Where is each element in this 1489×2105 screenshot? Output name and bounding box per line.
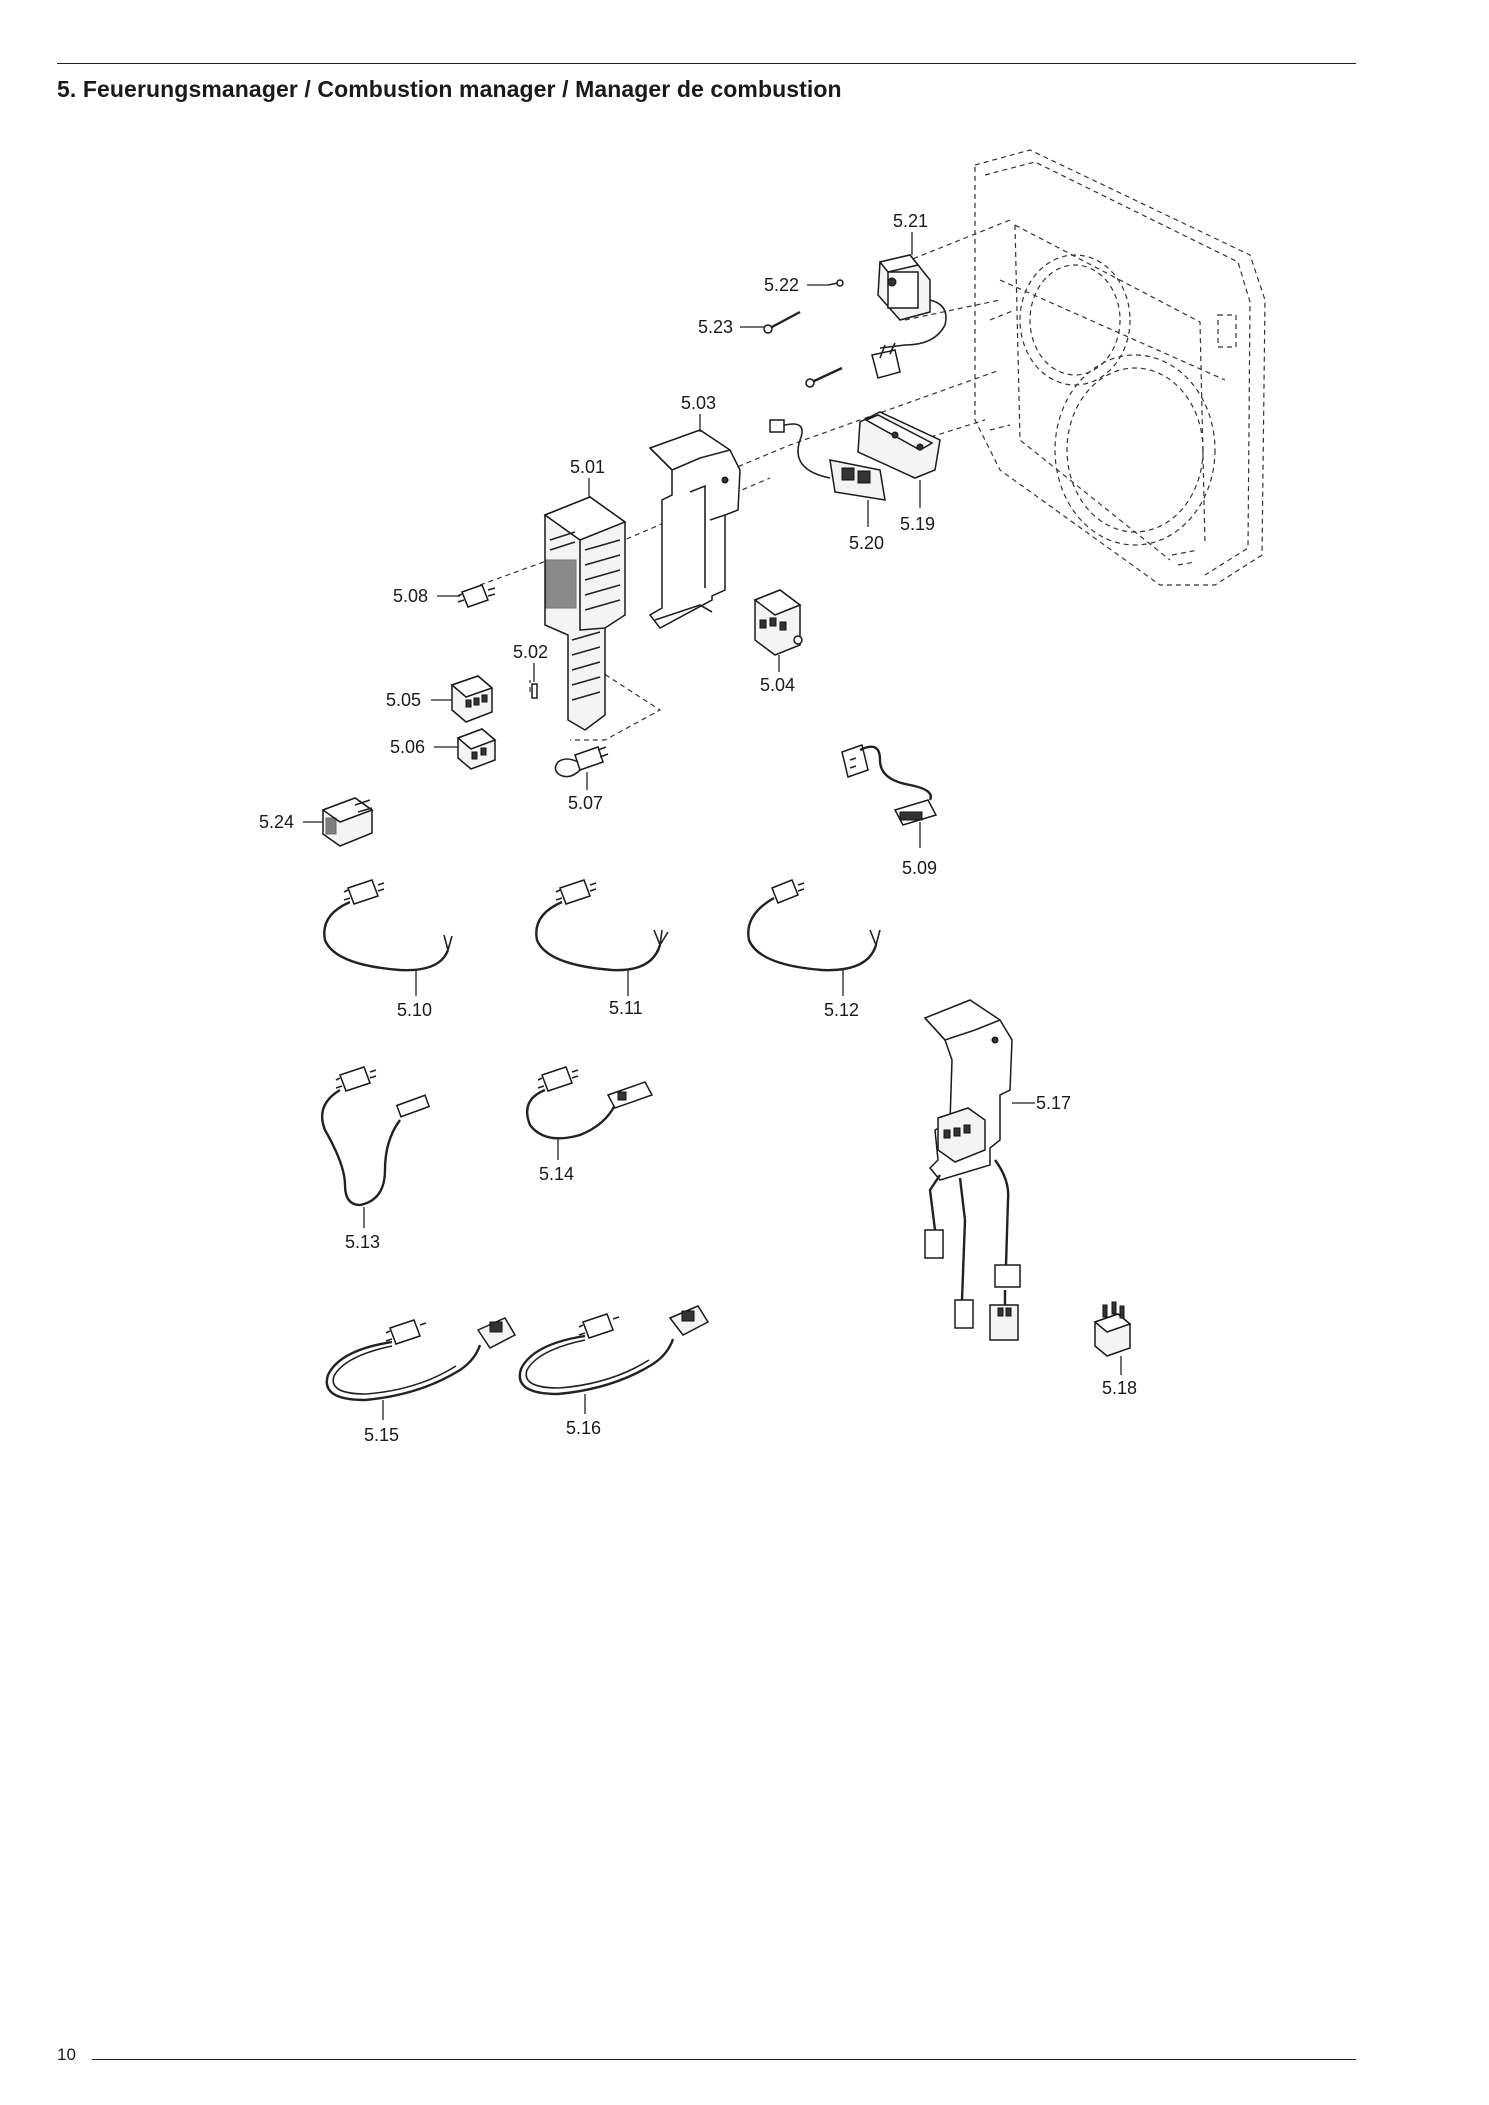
callout-label: 5.01 (570, 457, 605, 477)
callout-label: 5.02 (513, 642, 548, 662)
callout-5-04: 5.04 (760, 655, 795, 695)
part-display-bracket (857, 411, 941, 479)
callout-label: 5.13 (345, 1232, 380, 1252)
part-bolt-lower (805, 366, 843, 388)
part-plug-508 (457, 584, 496, 608)
callout-5-11: 5.11 (609, 970, 643, 1018)
callout-label: 5.11 (609, 998, 643, 1018)
callout-5-18: 5.18 (1102, 1356, 1137, 1398)
part-cable-509 (841, 744, 938, 826)
callout-label: 5.19 (900, 514, 935, 534)
part-connector-506 (456, 728, 497, 770)
callout-5-08: 5.08 (393, 586, 460, 606)
part-cable-512 (747, 879, 881, 972)
callout-5-10: 5.10 (397, 970, 432, 1020)
callout-label: 5.16 (566, 1418, 601, 1438)
callout-label: 5.24 (259, 812, 294, 832)
part-connector-524 (321, 797, 374, 847)
page-number: 10 (57, 2045, 76, 2064)
part-loop-cable-516 (518, 1305, 710, 1396)
part-relay-block (753, 589, 803, 656)
callout-label: 5.17 (1036, 1093, 1071, 1113)
part-fuse (531, 683, 538, 699)
callout-5-21: 5.21 (893, 211, 928, 255)
header-rule (57, 63, 1356, 64)
callout-5-24: 5.24 (259, 812, 323, 832)
callout-label: 5.14 (539, 1164, 574, 1184)
callout-label: 5.18 (1102, 1378, 1137, 1398)
callout-5-09: 5.09 (902, 822, 937, 878)
callout-label: 5.04 (760, 675, 795, 695)
callout-5-03: 5.03 (681, 393, 716, 432)
callout-label: 5.22 (764, 275, 799, 295)
callout-label: 5.20 (849, 533, 884, 553)
part-connector-505 (450, 675, 494, 723)
footer-rule (92, 2059, 1356, 2060)
callout-label: 5.03 (681, 393, 716, 413)
callout-label: 5.08 (393, 586, 428, 606)
callout-label: 5.06 (390, 737, 425, 757)
part-cable-510 (323, 879, 453, 972)
callout-label: 5.09 (902, 858, 937, 878)
callout-5-02: 5.02 (513, 642, 548, 682)
part-relay-518 (1093, 1301, 1132, 1357)
part-long-bolt (763, 310, 801, 334)
callout-label: 5.12 (824, 1000, 859, 1020)
part-small-bracket (871, 342, 901, 379)
part-cable-514 (525, 1066, 654, 1140)
part-display-module (769, 419, 886, 501)
callout-label: 5.15 (364, 1425, 399, 1445)
part-plug-507 (554, 746, 609, 778)
callout-5-19: 5.19 (900, 480, 935, 534)
part-small-screw (827, 279, 844, 287)
part-relay-bracket-assembly (923, 999, 1021, 1341)
callout-5-20: 5.20 (849, 500, 884, 553)
callout-5-16: 5.16 (566, 1394, 601, 1438)
part-combustion-manager (543, 496, 627, 731)
part-sensor-cable-513 (320, 1066, 431, 1207)
callout-5-17: 5.17 (1012, 1093, 1071, 1113)
callout-5-15: 5.15 (364, 1400, 399, 1445)
part-mounting-plate (648, 429, 741, 629)
callout-label: 5.10 (397, 1000, 432, 1020)
callout-label: 5.05 (386, 690, 421, 710)
part-loop-cable-515 (325, 1317, 517, 1402)
callout-5-01: 5.01 (570, 457, 605, 498)
callout-5-23: 5.23 (698, 317, 765, 337)
callout-5-07: 5.07 (568, 772, 603, 813)
callout-label: 5.23 (698, 317, 733, 337)
callout-5-06: 5.06 (390, 737, 458, 757)
callout-5-05: 5.05 (386, 690, 452, 710)
callout-5-13: 5.13 (345, 1207, 380, 1252)
callout-5-12: 5.12 (824, 970, 859, 1020)
callout-label: 5.07 (568, 793, 603, 813)
callout-5-14: 5.14 (539, 1138, 574, 1184)
callout-5-22: 5.22 (764, 275, 828, 295)
page-title: 5. Feuerungsmanager / Combustion manager… (57, 76, 842, 102)
boiler-housing-outline (974, 149, 1266, 586)
part-cable-511 (535, 879, 669, 972)
callout-label: 5.21 (893, 211, 928, 231)
part-ignition-unit (877, 254, 947, 349)
